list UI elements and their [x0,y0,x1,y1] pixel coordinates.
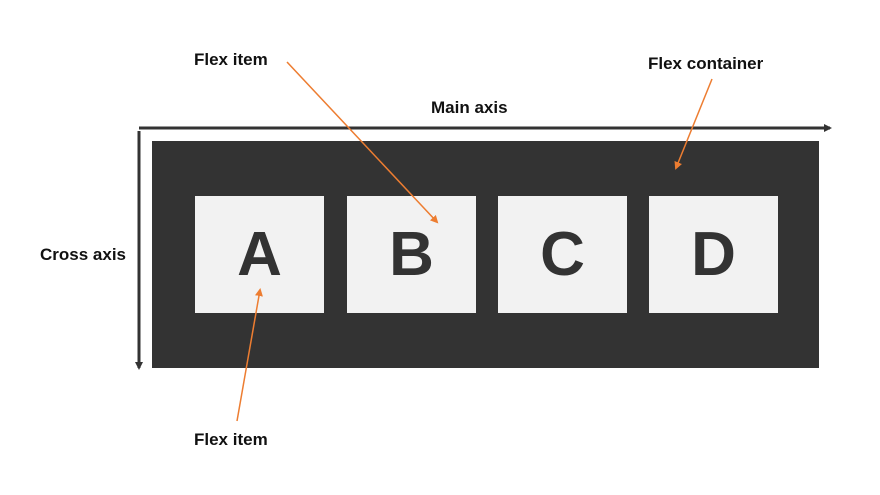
main-axis-label: Main axis [431,98,508,117]
flex-item-label-bottom: Flex item [194,430,268,449]
flex-item-d: D [649,196,778,313]
flex-container-label: Flex container [648,54,764,73]
flex-item-b: B [347,196,476,313]
flex-item-a: A [195,196,324,313]
flex-item-c: C [498,196,627,313]
cross-axis-label: Cross axis [40,245,126,264]
flex-item-label-top: Flex item [194,50,268,69]
